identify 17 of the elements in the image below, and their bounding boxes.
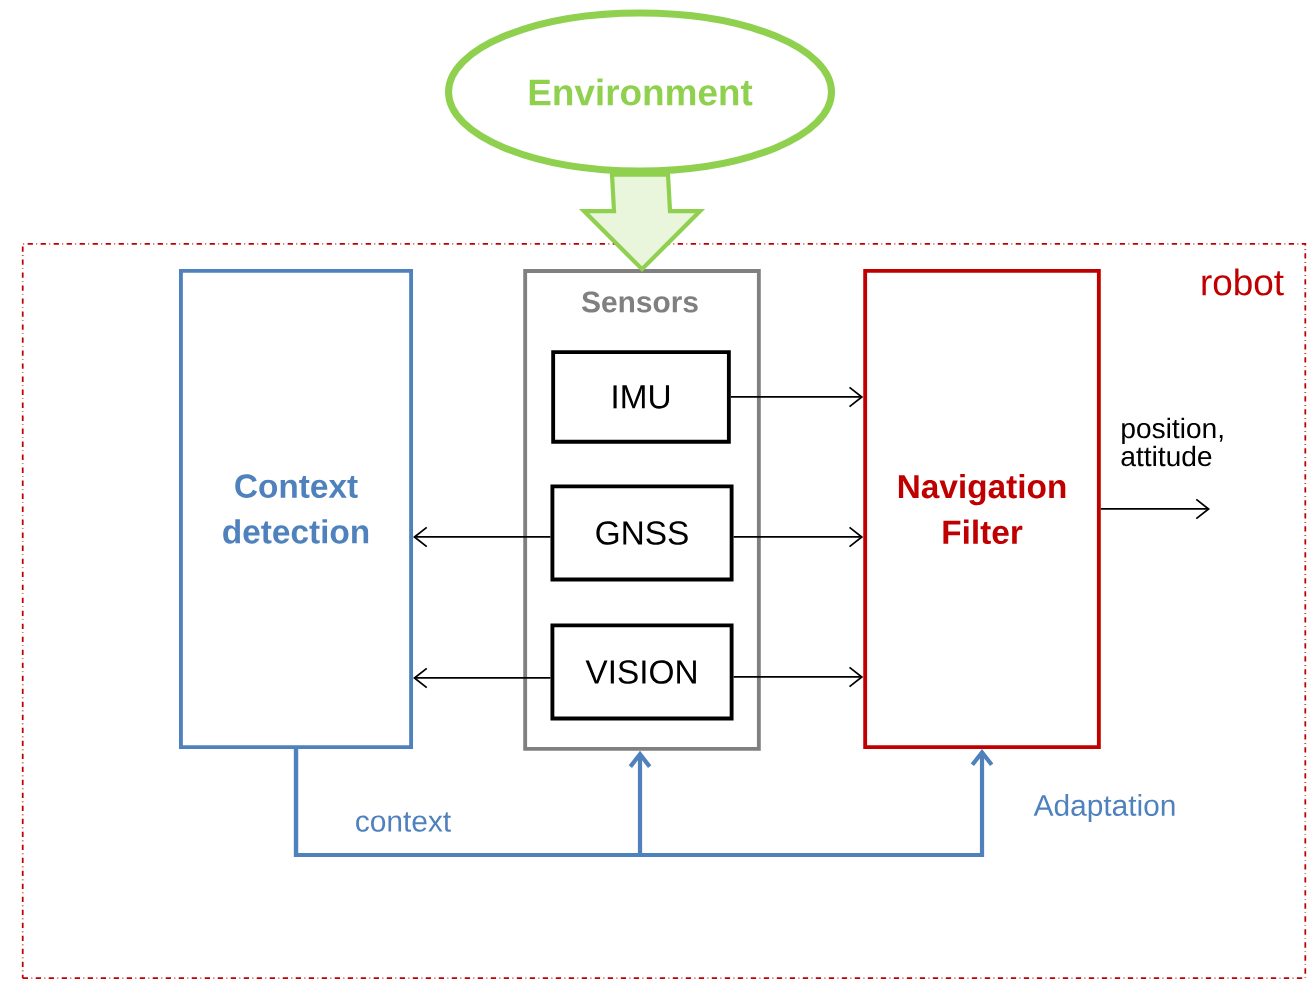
arrow: [413, 667, 552, 689]
process-box: GNSS: [550, 484, 734, 582]
edge-label: Adaptation: [1033, 794, 1175, 822]
arrow: [1099, 498, 1211, 520]
connector-arrow: [293, 749, 994, 858]
process-box: Navigation Filter: [863, 269, 1101, 749]
process-box: Context detection: [179, 269, 414, 749]
edge-label: position, attitude: [1121, 417, 1223, 467]
block-arrow: [578, 172, 706, 273]
arrow: [729, 386, 864, 408]
arrow: [413, 526, 552, 548]
process-box: IMU: [551, 350, 731, 444]
arrow: [732, 666, 864, 688]
edge-label: context: [356, 812, 451, 832]
ellipse-node: Environment: [445, 9, 836, 175]
process-box: VISION: [550, 623, 734, 721]
arrow: [732, 526, 864, 548]
